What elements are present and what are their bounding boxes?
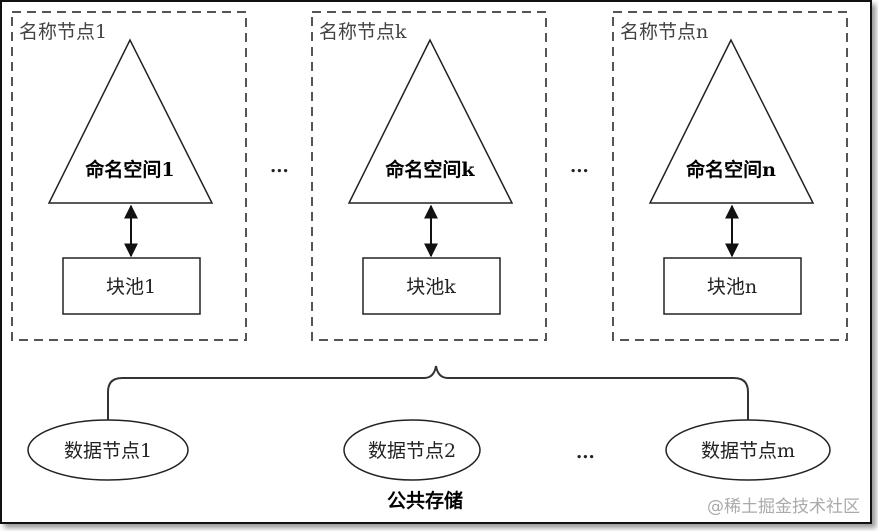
ellipsis-2: ...	[570, 156, 589, 177]
shared-storage-brace	[107, 365, 749, 420]
data-node-m	[665, 419, 831, 481]
block-pool-label: 块池k	[406, 276, 456, 298]
namespace-label: 命名空间k	[385, 158, 475, 181]
block-pool-label: 块池n	[707, 276, 757, 298]
name-node-label: 名称节点1	[19, 21, 107, 43]
namespace-label: 命名空间n	[686, 158, 776, 181]
data-node-1-label: 数据节点1	[64, 440, 152, 462]
ellipsis-3: ...	[576, 442, 595, 463]
block-pool-box	[362, 257, 501, 315]
data-node-2-label: 数据节点2	[368, 440, 456, 462]
block-pool-label: 块池1	[106, 276, 156, 298]
block-pool-box	[62, 257, 201, 315]
namespace-triangle	[648, 38, 815, 204]
block-pool-box	[663, 257, 802, 315]
ellipsis-1: ...	[270, 156, 289, 177]
data-node-m-label: 数据节点m	[701, 440, 795, 462]
name-node-label: 名称节点k	[319, 21, 407, 43]
namespace-triangle	[47, 38, 214, 204]
data-node-1	[27, 419, 189, 481]
watermark: @稀土掘金技术社区	[707, 497, 860, 517]
name-node-box	[11, 11, 247, 341]
namespace-triangle	[347, 38, 514, 204]
name-node-label: 名称节点n	[620, 21, 708, 43]
shared-storage-label: 公共存储	[387, 489, 463, 512]
data-node-2	[343, 419, 481, 481]
name-node-box	[311, 11, 547, 341]
namespace-label: 命名空间1	[85, 158, 174, 181]
name-node-box	[612, 11, 848, 341]
